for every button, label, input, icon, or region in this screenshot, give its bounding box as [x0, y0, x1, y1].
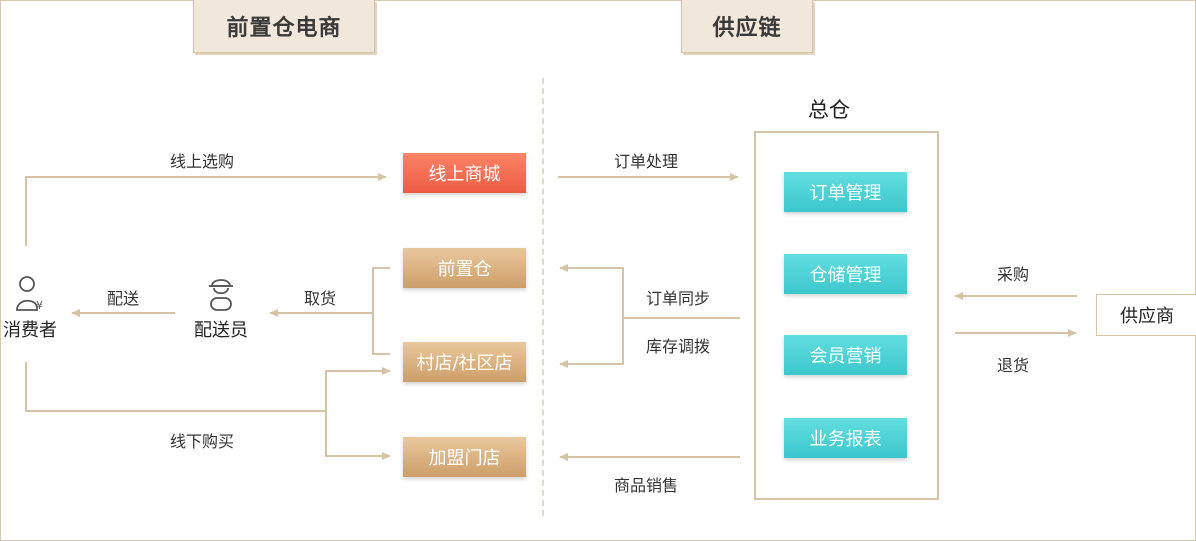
courier-icon	[209, 279, 233, 311]
header-front-warehouse-ecommerce: 前置仓电商	[193, 0, 375, 53]
consumer-icon: ¥	[16, 276, 43, 312]
label-inventory-transfer: 库存调拨	[646, 337, 711, 356]
label-offline-purchase: 线下购买	[170, 432, 235, 451]
consumer-node: ¥ 消费者	[0, 274, 60, 342]
arrow-offline-village	[325, 367, 391, 411]
courier-label: 配送员	[194, 320, 248, 341]
label-delivery: 配送	[107, 289, 140, 308]
label-pickup: 取货	[304, 289, 337, 308]
label-returns: 退货	[997, 356, 1030, 375]
module-order-management: 订单管理	[784, 172, 907, 212]
module-member-marketing: 会员营销	[784, 335, 907, 375]
line-offline	[25, 362, 326, 412]
consumer-label: 消费者	[3, 320, 57, 341]
channel-front-warehouse: 前置仓	[403, 248, 526, 288]
section-divider	[542, 78, 544, 516]
bracket-pickup	[372, 267, 390, 355]
label-product-sales: 商品销售	[614, 476, 679, 495]
courier-node: 配送员	[189, 274, 253, 342]
arrow-inventory-transfer	[559, 318, 624, 368]
label-order-processing: 订单处理	[614, 152, 679, 171]
label-online-shopping: 线上选购	[170, 152, 235, 171]
channel-franchise-store: 加盟门店	[403, 437, 526, 477]
header-supply-chain: 供应链	[681, 0, 813, 53]
supplier-node: 供应商	[1096, 294, 1196, 336]
arrow-offline-franchise	[325, 411, 391, 460]
svg-text:¥: ¥	[36, 299, 43, 312]
arrow-online-shopping	[25, 173, 387, 246]
channel-online-mall: 线上商城	[403, 153, 526, 193]
central-warehouse-title: 总仓	[808, 98, 850, 122]
label-purchase: 采购	[997, 265, 1030, 284]
channel-village-store: 村店/社区店	[403, 342, 526, 382]
arrow-order-sync	[559, 264, 624, 318]
module-business-reports: 业务报表	[784, 418, 907, 458]
label-order-sync: 订单同步	[646, 289, 711, 308]
module-warehousing-management: 仓储管理	[784, 254, 907, 294]
